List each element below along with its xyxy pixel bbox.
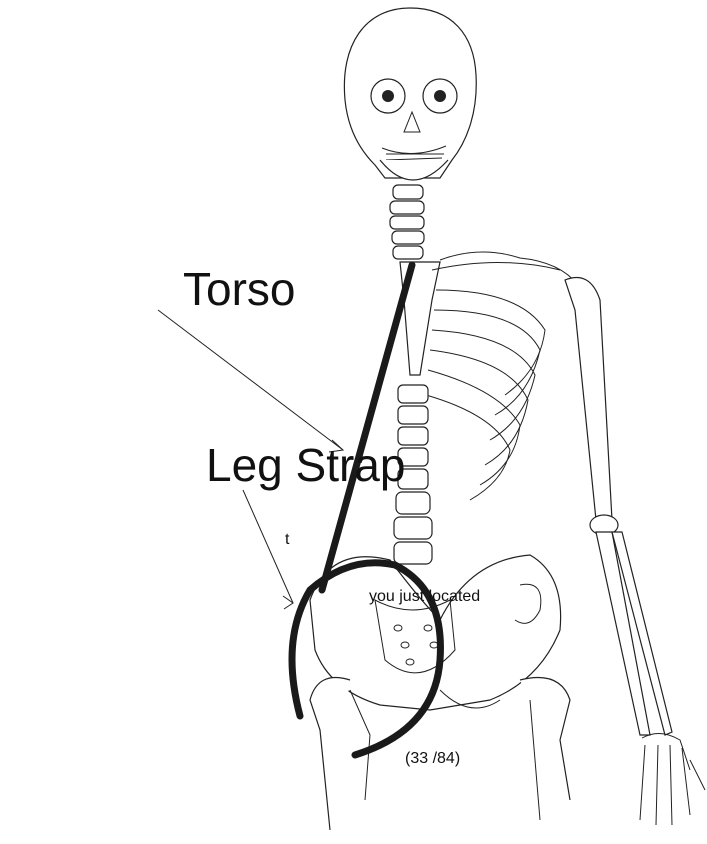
page-counter: (33 /84) <box>405 750 460 768</box>
leg-strap-label: Leg Strap <box>206 438 405 492</box>
arm <box>565 278 705 826</box>
torso-strap <box>322 265 412 590</box>
cervical-spine <box>390 185 424 259</box>
skull <box>344 8 476 180</box>
note-located: you just located <box>369 588 480 606</box>
note-fragment: t <box>285 531 289 549</box>
torso-label: Torso <box>183 262 295 316</box>
leg-strap-pointer <box>243 490 293 609</box>
torso-pointer <box>158 310 343 452</box>
